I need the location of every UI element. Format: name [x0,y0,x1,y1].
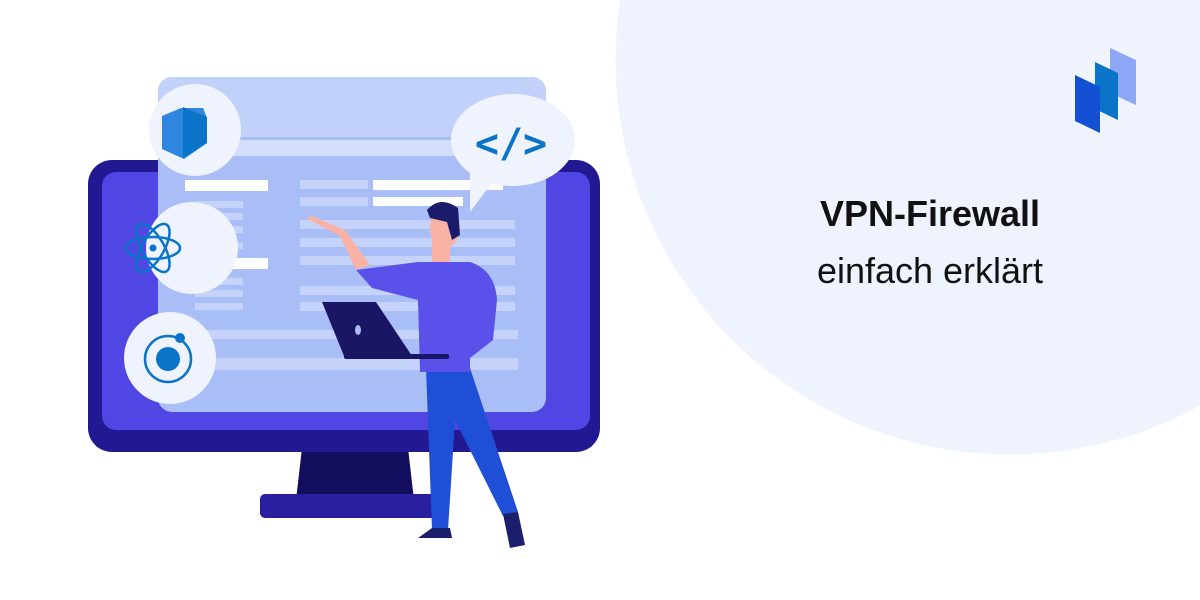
page-title: VPN-Firewall [819,193,1041,234]
code-icon: </> [475,121,547,167]
person-figure [306,201,525,548]
laptop [322,302,412,356]
brand-logo [1075,48,1136,133]
code-bubble: </> [451,94,575,212]
atom-bubble [124,202,238,294]
ionic-icon [143,334,193,384]
monitor-stand-base [260,494,445,518]
monitor-illustration: </> [88,77,600,548]
ionic-bubble [124,312,216,404]
page-subtitle: einfach erklärt [816,250,1044,291]
cube-bubble [149,84,241,176]
monitor-stand-neck [296,448,414,500]
atom-icon [124,222,182,274]
